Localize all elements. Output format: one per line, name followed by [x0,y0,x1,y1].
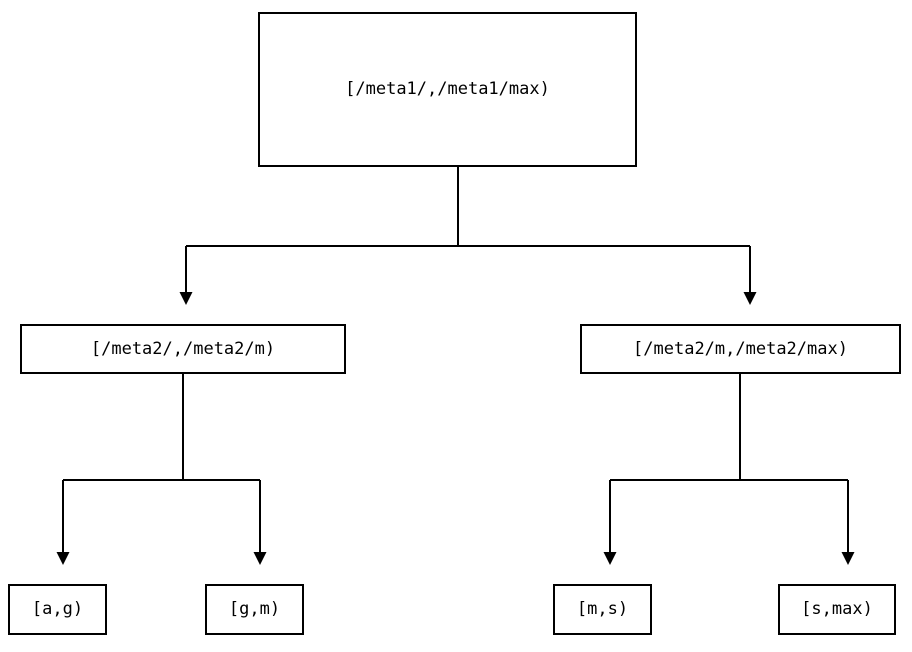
tree-node-mid-right[interactable]: [/meta2/m,/meta2/max) [580,324,901,374]
arrowhead-to-leaf-3 [841,552,855,565]
tree-node-leaf-3-label: [s,max) [801,599,873,620]
tree-node-leaf-3[interactable]: [s,max) [778,584,896,635]
arrowhead-to-leaf-0 [56,552,70,565]
arrowhead-to-mid-left [179,292,193,305]
tree-node-leaf-1[interactable]: [g,m) [205,584,304,635]
tree-node-root-label: [/meta1/,/meta1/max) [345,79,550,100]
arrowhead-to-leaf-2 [603,552,617,565]
tree-node-leaf-2-label: [m,s) [576,599,629,620]
tree-node-leaf-0-label: [a,g) [31,599,84,620]
arrowhead-to-leaf-1 [253,552,267,565]
tree-node-mid-left-label: [/meta2/,/meta2/m) [90,338,276,359]
tree-node-leaf-0[interactable]: [a,g) [8,584,107,635]
tree-node-leaf-2[interactable]: [m,s) [553,584,652,635]
tree-node-leaf-1-label: [g,m) [228,599,281,620]
tree-node-mid-left[interactable]: [/meta2/,/meta2/m) [20,324,346,374]
tree-node-root[interactable]: [/meta1/,/meta1/max) [258,12,637,167]
tree-node-mid-right-label: [/meta2/m,/meta2/max) [633,338,848,359]
arrowhead-to-mid-right [743,292,757,305]
